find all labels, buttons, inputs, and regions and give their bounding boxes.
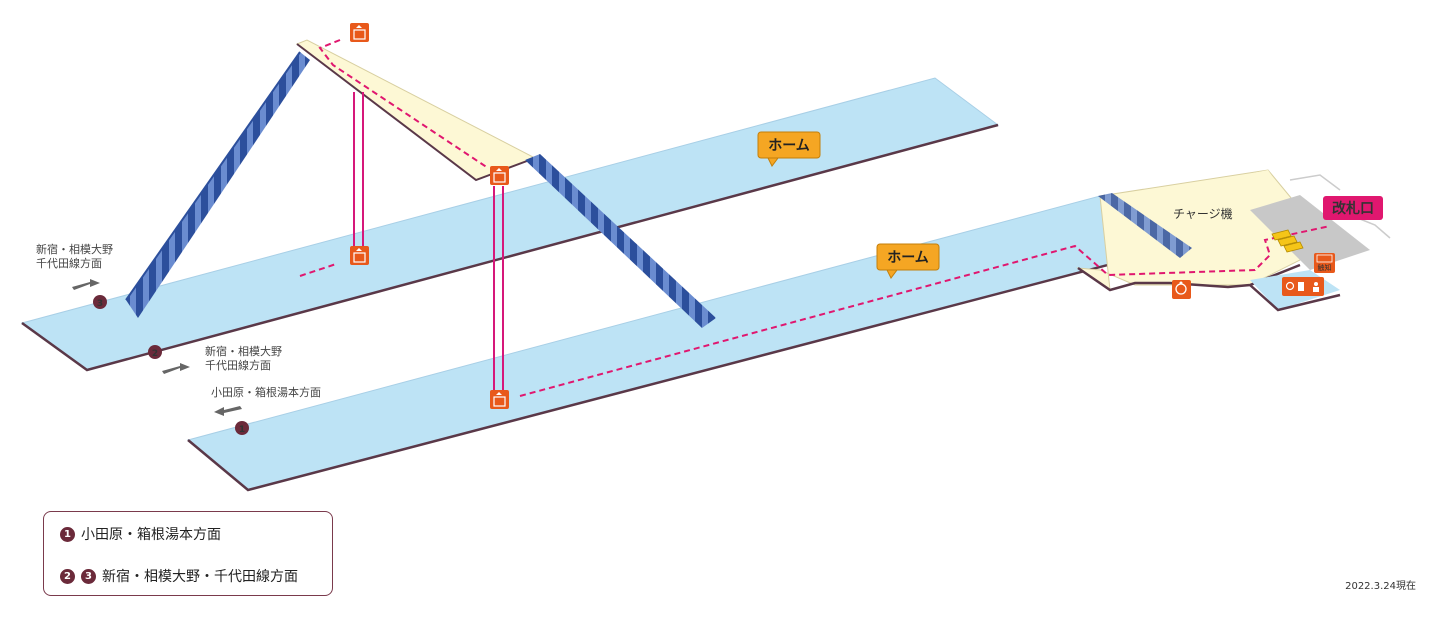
legend-number-2: 2 [60,568,75,584]
direction-mid-line1: 新宿・相模大野 [205,344,282,358]
restroom-icon [1282,277,1324,296]
arrow-left-icon [214,406,242,416]
ticket-gate-label: 改札口 [1332,200,1374,217]
direction-upper-line1: 新宿・相模大野 [36,242,113,256]
direction-lower: 小田原・箱根湯本方面 [211,385,321,399]
right-stairs [525,154,716,328]
tactile-map-icon: 触知 [1314,253,1335,273]
legend-number-3: 3 [81,568,96,584]
direction-mid-line2: 千代田線方面 [205,358,271,372]
legend-row-1: 1 小田原・箱根湯本方面 [60,524,221,544]
svg-text:3: 3 [97,299,103,309]
elevator-icon [490,166,509,185]
callout-home-lower: ホーム [876,243,940,279]
arrow-right-icon [162,363,190,374]
legend: 1 小田原・箱根湯本方面 2 3 新宿・相模大野・千代田線方面 [43,511,333,596]
elevator-icon [350,246,369,265]
platform-1-marker: 1 [235,421,249,435]
accessible-route [299,39,1331,397]
elevator-icon [490,390,509,409]
legend-row-2: 2 3 新宿・相模大野・千代田線方面 [60,566,298,586]
elevator-shafts [353,92,504,392]
callout-home-upper: ホーム [757,131,821,167]
ticket-gate-callout: 改札口 [1323,196,1383,220]
svg-text:1: 1 [239,425,245,435]
home-upper-label: ホーム [768,138,810,154]
ticket-gates [1271,229,1304,253]
legend-text-2: 新宿・相模大野・千代田線方面 [102,569,298,585]
tactile-map-label: 触知 [1318,263,1332,272]
upper-platform [20,77,1000,372]
legend-text-1: 小田原・箱根湯本方面 [81,527,221,543]
left-stairs [125,51,310,318]
legend-number-1: 1 [60,526,75,542]
date-stamp: 2022.3.24現在 [1345,581,1416,592]
charge-machine-label: チャージ機 [1173,206,1233,221]
gate-stairs [1098,193,1192,258]
platform-3-marker: 3 [93,295,107,309]
svg-text:2: 2 [152,349,158,359]
platform-2-marker: 2 [148,345,162,359]
home-lower-label: ホーム [887,250,929,266]
arrow-right-icon [72,279,100,290]
overhead-bridge [295,39,537,182]
direction-upper-line2: 千代田線方面 [36,256,102,270]
gate-concourse [1076,169,1391,312]
elevator-icon [350,23,369,42]
wheelchair-icon [1172,280,1191,299]
